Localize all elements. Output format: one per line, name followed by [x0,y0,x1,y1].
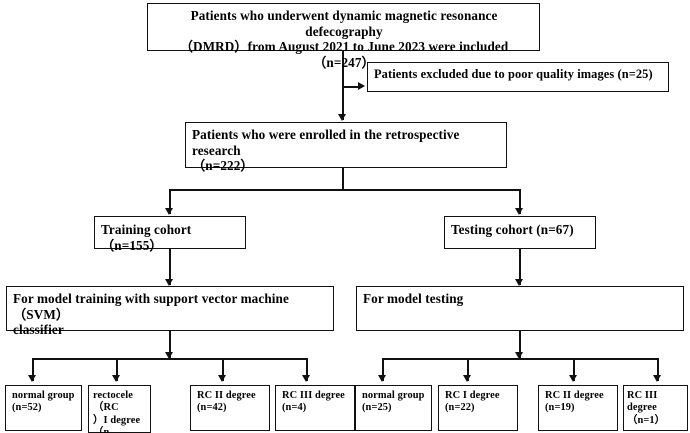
arrow-training-branch-1 [28,375,36,382]
normal-group-training-line2: (n=52) [12,402,42,414]
node-model-training: For model training with support vector m… [6,286,334,337]
rc-ii-testing-line1: RC II degree [545,390,604,401]
rc-ii-training-line2: (n=42) [197,402,227,414]
node-excluded: Patients excluded due to poor quality im… [367,62,669,92]
connector-testing-branch-1 [382,358,384,381]
training-cohort-text: Training cohort（n=155） [101,222,192,253]
arrow-training-branch-4 [302,375,310,382]
connector-testing-branch-3 [573,358,575,381]
node-rc-iii-training: RC III degree (n=4) [275,385,355,431]
normal-group-testing-line1: normal group [362,390,425,401]
arrow-training-branch-3 [218,375,226,382]
connector-training-branch-3 [222,358,224,381]
node-rectocele-i-training: rectocele（RC ）I degree（n =57) [88,385,151,433]
model-training-line2: classifier [13,322,64,338]
connector-source-to-retrospective [342,51,344,120]
connector-testing-branch-4 [657,358,659,381]
connector-training-branch-4 [306,358,308,381]
node-model-testing: For model testing [356,286,684,331]
enrolled-source-line1: Patients who underwent dynamic magnetic … [190,8,498,39]
model-testing-text: For model testing [363,291,464,306]
arrow-into-retrospective [338,114,346,121]
arrow-training-branch-2 [112,375,120,382]
node-rc-iii-testing: RC III degree （n=1） [623,385,688,431]
rc-ii-testing-line2: (n=19) [545,402,575,414]
testing-cohort-text: Testing cohort (n=67) [451,222,574,237]
connector-model-testing-stem [519,331,521,359]
connector-cohort-split-bar [169,189,521,191]
connector-retrospective-stem [342,168,344,190]
connector-training-branch-2 [116,358,118,381]
arrow-into-excluded [358,82,365,90]
arrow-testing-branch-1 [378,375,386,382]
node-enrolled-source: Patients who underwent dynamic magnetic … [147,3,540,70]
node-rc-ii-training: RC II degree (n=42) [190,385,270,431]
connector-testing-to-model-testing [519,249,521,285]
node-rc-i-testing: RC I degree (n=22) [438,385,518,431]
retrospective-line1: Patients who were enrolled in the retros… [192,127,460,158]
arrow-into-testing-cohort [515,208,523,215]
rc-i-testing-line2: (n=22) [445,402,475,414]
rc-iii-testing-line1: RC III degree [627,390,658,414]
arrow-into-model-training [165,279,173,286]
normal-group-training-line1: normal group [12,390,75,401]
connector-to-training-cohort [169,189,171,214]
node-retrospective: Patients who were enrolled in the retros… [185,122,507,173]
rectocele-i-training-line2: ）I degree（n [93,414,141,433]
node-normal-group-testing: normal group (n=25) [355,385,432,431]
arrow-testing-branch-2 [463,375,471,382]
connector-to-excluded [342,86,362,88]
rectocele-i-training-line1: rectocele（RC [93,390,133,414]
model-training-line1: For model training with support vector m… [13,291,289,322]
arrow-testing-branch-4 [653,375,661,382]
arrow-into-model-testing [515,279,523,286]
connector-model-training-stem [169,331,171,359]
enrolled-source-line2: （DMRD）from August 2021 to June 2023 were… [179,39,509,70]
retrospective-line2: （n=222） [192,158,254,174]
connector-testing-branch-2 [467,358,469,381]
arrow-testing-fanout-stem [515,352,523,359]
connector-to-testing-cohort [519,189,521,214]
arrow-testing-branch-3 [569,375,577,382]
node-normal-group-training: normal group (n=52) [5,385,82,431]
connector-training-branch-1 [32,358,34,381]
normal-group-testing-line2: (n=25) [362,402,392,414]
rc-iii-testing-line2: （n=1） [627,414,666,426]
arrow-into-training-cohort [165,208,173,215]
rc-ii-training-line1: RC II degree [197,390,256,401]
node-testing-cohort: Testing cohort (n=67) [444,216,596,249]
connector-training-to-model-training [169,249,171,285]
rc-iii-training-line1: RC III degree [282,390,345,401]
rc-i-testing-line1: RC I degree [445,390,500,401]
arrow-training-fanout-stem [165,352,173,359]
node-training-cohort: Training cohort（n=155） [94,216,246,253]
rc-iii-training-line2: (n=4) [282,402,307,414]
node-rc-ii-testing: RC II degree (n=19) [538,385,618,431]
excluded-text: Patients excluded due to poor quality im… [374,67,653,81]
